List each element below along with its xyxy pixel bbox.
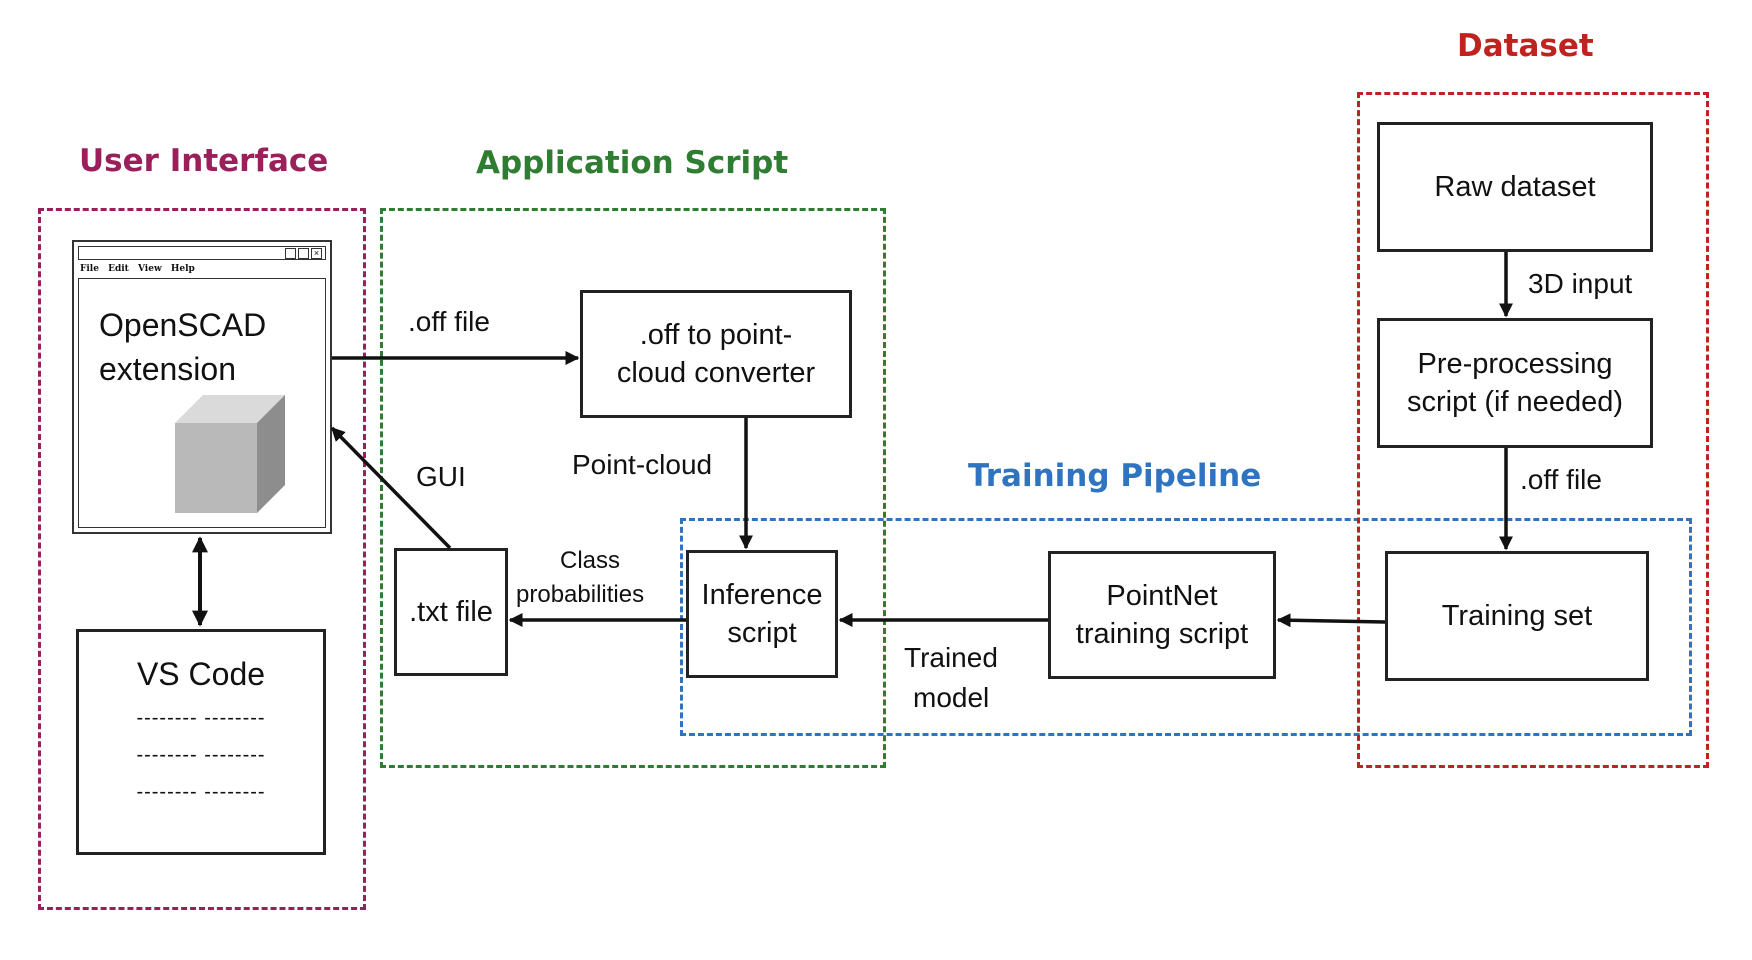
arrow-txt-to-openscad: [330, 426, 452, 550]
minimize-icon[interactable]: [285, 248, 296, 259]
inference-line2: script: [727, 617, 797, 649]
training-set-node[interactable]: Training set: [1385, 551, 1649, 681]
edge-label-off-file: .off file: [408, 306, 490, 337]
window-menubar: File Edit View Help: [80, 264, 195, 274]
edge-label-trained: Trained: [904, 642, 998, 673]
inference-line1: Inference: [701, 578, 823, 611]
vscode-code-line: -------- --------: [136, 781, 266, 803]
edge-label-class: Class: [560, 547, 621, 574]
pointnet-line2: training script: [1075, 618, 1249, 650]
maximize-icon[interactable]: [298, 248, 309, 259]
window-titlebar: ×: [78, 246, 326, 260]
pointnet-line1: PointNet: [1106, 579, 1218, 612]
application-script-group: [380, 208, 886, 768]
converter-line1: .off to point-: [639, 318, 793, 351]
edge-label-3d-input: 3D input: [1528, 268, 1633, 299]
menu-edit[interactable]: Edit: [108, 264, 129, 274]
converter-node[interactable]: .off to point- cloud converter: [580, 290, 852, 418]
arrow-trainingset-to-pointnet: [1276, 613, 1386, 628]
cube-icon: [175, 395, 285, 513]
menu-view[interactable]: View: [137, 264, 162, 274]
menu-file[interactable]: File: [80, 264, 99, 274]
training-set-label: Training set: [1441, 599, 1593, 632]
vscode-code-line: -------- --------: [136, 707, 266, 729]
vscode-code-line: -------- --------: [136, 744, 266, 766]
txt-file-node[interactable]: .txt file: [394, 548, 508, 676]
window-content: OpenSCAD extension: [78, 278, 326, 528]
pointnet-node[interactable]: PointNet training script: [1048, 551, 1276, 679]
training-pipeline-group: [680, 518, 1692, 736]
converter-line2: cloud converter: [616, 357, 816, 389]
edge-label-probabilities: probabilities: [516, 581, 645, 608]
dataset-title: Dataset: [1457, 28, 1594, 64]
openscad-label-line1: OpenSCAD: [99, 307, 267, 343]
menu-help[interactable]: Help: [170, 264, 195, 274]
preprocessing-line1: Pre-processing: [1417, 347, 1613, 380]
raw-dataset-label: Raw dataset: [1434, 170, 1596, 203]
txt-file-label: .txt file: [409, 595, 493, 628]
vscode-box[interactable]: VS Code -------- -------- -------- -----…: [76, 629, 326, 855]
edge-label-model: model: [913, 682, 990, 713]
vscode-title: VS Code: [136, 656, 266, 692]
openscad-label-line2: extension: [99, 351, 236, 387]
edge-label-point-cloud: Point-cloud: [572, 449, 713, 480]
dataset-group: [1357, 92, 1709, 768]
inference-node[interactable]: Inference script: [686, 550, 838, 678]
edge-label-off-file-2: .off file: [1520, 464, 1602, 495]
close-icon[interactable]: ×: [311, 248, 322, 259]
preprocessing-node[interactable]: Pre-processing script (if needed): [1377, 318, 1653, 448]
application-script-title: Application Script: [476, 145, 789, 181]
training-pipeline-title: Training Pipeline: [968, 458, 1262, 494]
edge-label-gui: GUI: [416, 461, 466, 492]
preprocessing-line2: script (if needed): [1407, 386, 1623, 418]
raw-dataset-node[interactable]: Raw dataset: [1377, 122, 1653, 252]
user-interface-group: [38, 208, 366, 910]
user-interface-title: User Interface: [79, 143, 329, 179]
openscad-window[interactable]: × File Edit View Help OpenSCAD extension: [72, 240, 332, 534]
